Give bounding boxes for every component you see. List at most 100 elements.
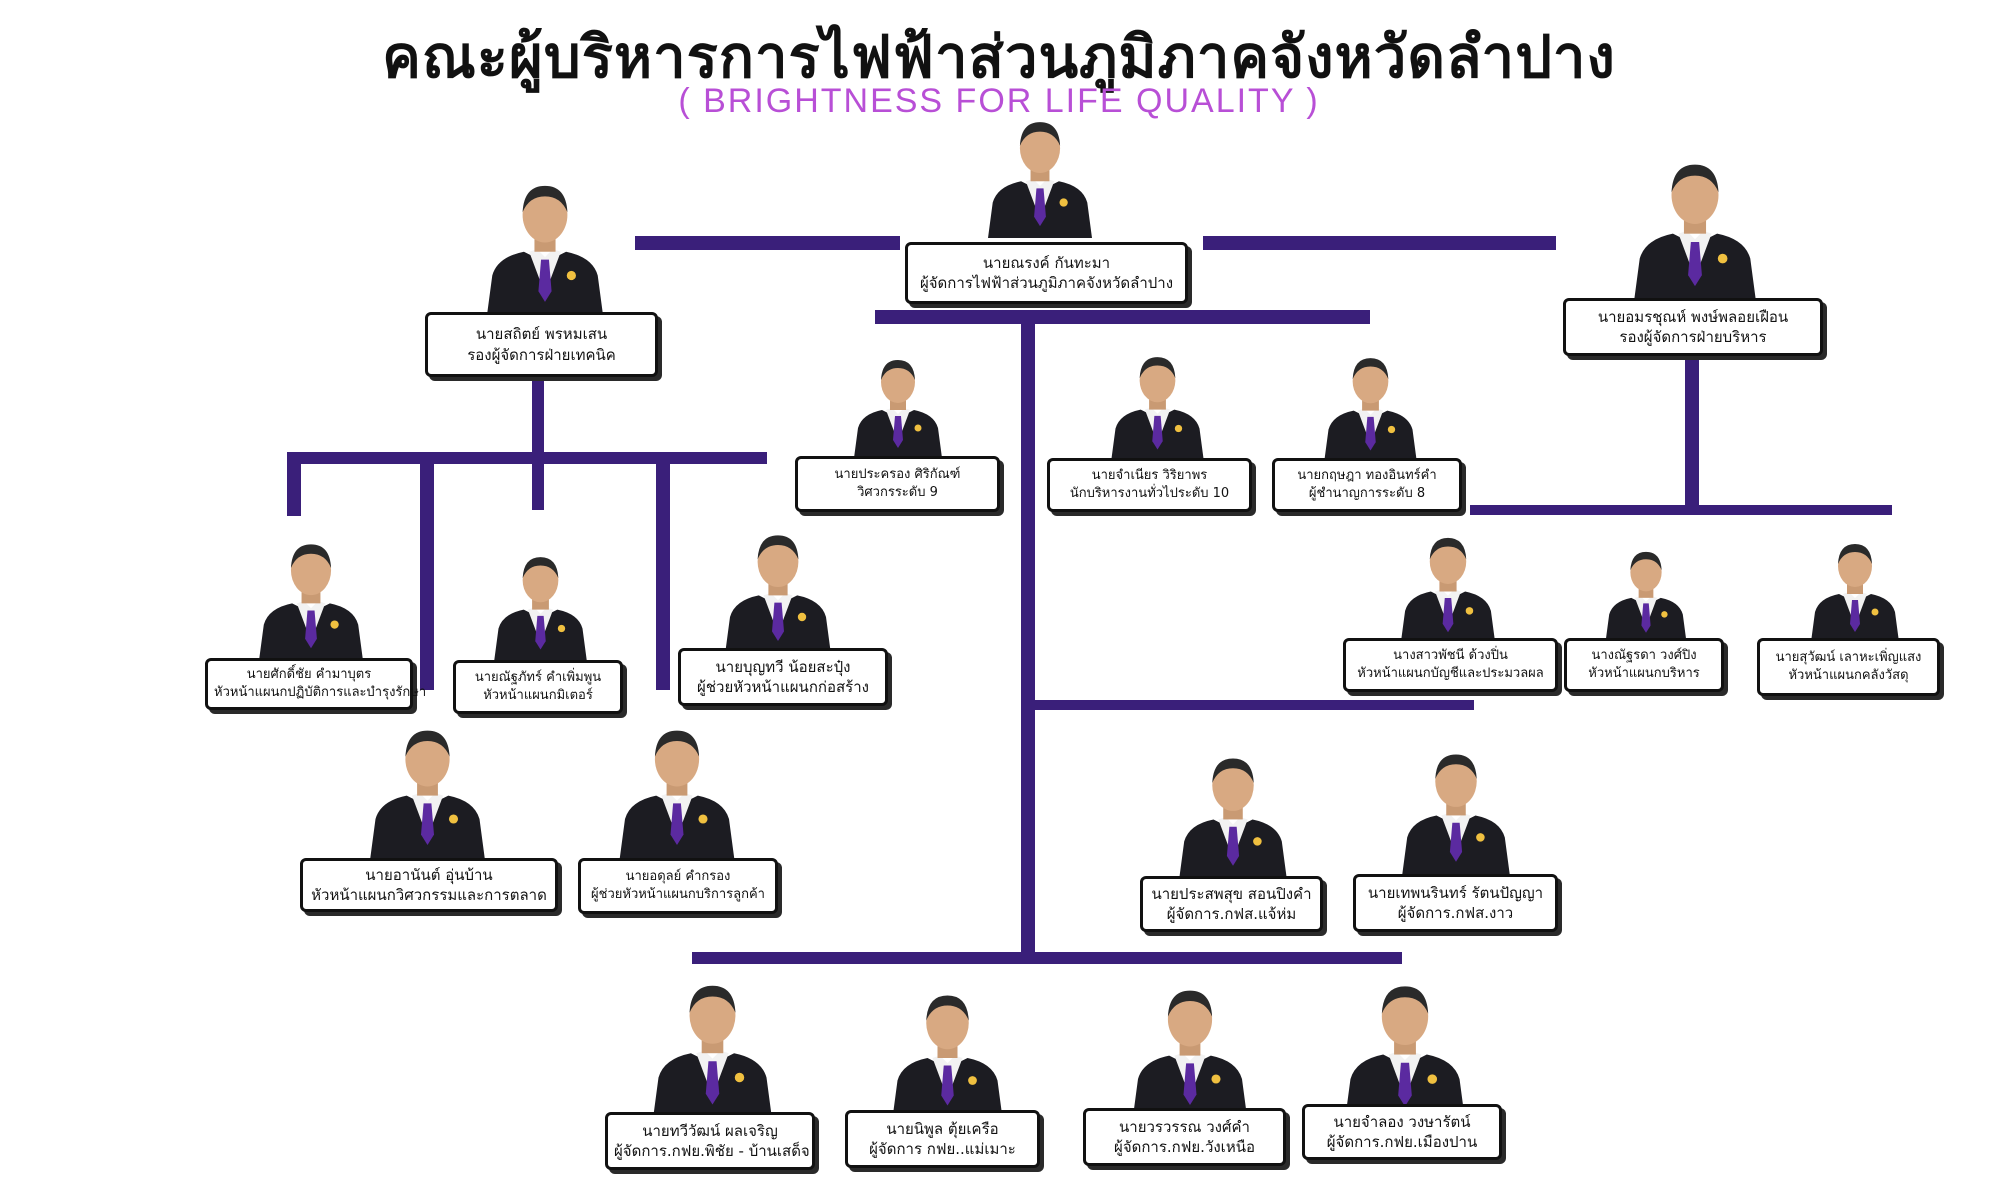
person-photo [475,170,615,315]
person-silhouette [494,557,587,660]
connector-line [1021,318,1035,963]
person-position: ผู้ช่วยหัวหน้าแผนกบริการลูกค้า [591,887,765,902]
connector-line [656,458,670,690]
person-name: นายทวีวัฒน์ ผลเจริญ [642,1121,778,1140]
person-photo [1105,330,1210,460]
person-position: ผู้จัดการ.กฟส.งาว [1397,904,1514,922]
person-name: นายจำเนียร วิริยาพร [1091,468,1208,484]
person-position: รองผู้จัดการฝ่ายเทคนิค [467,345,616,364]
person-photo [975,108,1105,238]
person-position: รองผู้จัดการฝ่ายบริหาร [1619,328,1767,346]
person-card: นายอดุลย์ คำกรอง ผู้ช่วยหัวหน้าแผนกบริกา… [578,858,778,914]
person-silhouette [653,985,772,1118]
person-position: ผู้ชำนาญการระดับ 8 [1308,486,1426,501]
person-card: นายทวีวัฒน์ ผลเจริญ ผู้จัดการ.กฟย.พิชัย … [605,1112,815,1170]
person-silhouette [487,185,603,315]
person-position: ผู้จัดการ กฟย..แม่เมาะ [869,1140,1016,1158]
person-card: นายศักดิ์ชัย คำมาบุตร หัวหน้าแผนกปฏิบัติ… [205,658,426,710]
connector-line [692,952,1402,964]
person-card: นายจำลอง วงษารัตน์ ผู้จัดการ.กฟย.เมืองปา… [1302,1104,1502,1160]
person-name: นายประครอง ศิริกัณฑ์ [834,467,961,483]
person-card: นายวรวรรณ วงศ์คำ ผู้จัดการ.กฟย.วังเหนือ [1083,1108,1286,1166]
person-name: นายเทพนรินทร์ รัตนปัญญา [1367,883,1544,902]
person-name: นายอมรชุณห์ พงษ์พลอยเฝือน [1597,307,1789,326]
person-photo [252,525,370,660]
person-silhouette [892,995,1003,1118]
person-silhouette [1400,537,1496,643]
person-silhouette [619,730,735,858]
person-silhouette [1605,551,1687,642]
person-card: นายกฤษฎา ทองอินทร์คำ ผู้ชำนาญการระดับ 8 [1272,458,1462,512]
person-photo [848,328,948,458]
person-photo [1120,975,1260,1118]
person-card: นายณัฐภัทร์ คำเพิ่มพูน หัวหน้าแผนกมิเตอร… [453,660,623,714]
person-silhouette [1132,990,1248,1118]
person-silhouette [1111,357,1204,460]
person-position: หัวหน้าแผนกวิศวกรรมและการตลาด [311,886,547,904]
connector-line [1470,505,1892,515]
person-photo [1805,520,1905,642]
person-position: ผู้ช่วยหัวหน้าแผนกก่อสร้าง [697,678,869,696]
connector-line [1685,354,1699,511]
person-name: นายสุวัฒน์ เลาหะเพิ่ญแสง [1775,650,1922,666]
person-photo [645,968,780,1118]
person-position: นักบริหารงานทั่วไประดับ 10 [1069,486,1230,501]
person-photo [1395,722,1517,874]
chart-title: คณะผู้บริหารการไฟฟ้าส่วนภูมิภาคจังหวัดลำ… [382,23,1616,91]
person-photo [885,975,1010,1118]
person-photo [718,518,838,653]
person-position: ผู้จัดการไฟฟ้าส่วนภูมิภาคจังหวัดลำปาง [919,274,1174,292]
person-silhouette [1179,758,1287,878]
person-card-deputy-technical: นายสถิตย์ พรหมเสน รองผู้จัดการฝ่ายเทคนิค [425,312,658,377]
person-card: นายอานันต์ อุ่นบ้าน หัวหน้าแผนกวิศวกรรมแ… [300,858,558,912]
person-position: ผู้จัดการ.กฟย.วังเหนือ [1114,1138,1255,1156]
person-card: นายประครอง ศิริกัณฑ์ วิศวกรระดับ 9 [795,456,1000,512]
person-photo [488,515,593,660]
connector-line [635,236,900,250]
person-card: นางสาวพัชนี ด้วงปิ่น หัวหน้าแผนกบัญชีและ… [1343,638,1558,692]
person-position: หัวหน้าแผนกบริหาร [1588,666,1700,681]
person-position: หัวหน้าแผนกมิเตอร์ [483,688,593,703]
connector-line [875,310,1370,324]
connector-line [532,376,544,458]
person-name: นางสาวพัชนี ด้วงปิ่น [1393,648,1508,664]
person-name: นายกฤษฎา ทองอินทร์คำ [1297,468,1437,484]
person-card-deputy-admin: นายอมรชุณห์ พงษ์พลอยเฝือน รองผู้จัดการฝ่… [1563,298,1823,356]
person-name: นายจำลอง วงษารัตน์ [1333,1112,1471,1131]
person-name: นายบุญทวี น้อยสะปุ๋ง [715,657,851,676]
person-silhouette [370,730,485,858]
person-position: ผู้จัดการ.กฟย.พิชัย - บ้านเสด็จ [614,1142,810,1160]
connector-line [287,452,767,464]
person-name: นายอานันต์ อุ่นบ้าน [365,865,493,884]
person-silhouette [1345,986,1465,1120]
person-photo [612,715,742,858]
connector-line [287,458,301,516]
person-card: นายประสพสุข สอนปิงคำ ผู้จัดการ.กฟส.แจ้ห่… [1140,876,1323,932]
person-name: นางณัฐรดา วงศ์ปิง [1591,648,1697,664]
person-position: วิศวกรระดับ 9 [857,485,938,500]
person-position: ผู้จัดการ.กฟย.เมืองปาน [1326,1133,1478,1151]
person-name: นายณรงค์ กันทะมา [982,253,1111,272]
connector-line [1028,700,1474,710]
person-silhouette [725,535,831,653]
person-card: นายสุวัฒน์ เลาหะเพิ่ญแสง หัวหน้าแผนกคลัง… [1757,638,1940,696]
person-photo [1625,148,1765,300]
connector-line [1203,236,1556,250]
person-silhouette [854,360,942,458]
person-photo [1335,970,1475,1120]
person-card: นางณัฐรดา วงศ์ปิง หัวหน้าแผนกบริหาร [1564,638,1724,692]
person-name: นายสถิตย์ พรหมเสน [475,325,608,344]
chart-subtitle: ( BRIGHTNESS FOR LIFE QUALITY ) [678,82,1320,120]
person-silhouette [1324,358,1417,461]
person-photo [1600,522,1692,642]
person-card: นายเทพนรินทร์ รัตนปัญญา ผู้จัดการ.กฟส.งา… [1353,874,1558,932]
person-name: นายนิพูล ตุ้ยเครือ [886,1119,999,1138]
person-card-manager: นายณรงค์ กันทะมา ผู้จัดการไฟฟ้าส่วนภูมิภ… [905,242,1188,304]
person-photo [1394,525,1502,643]
person-card: นายบุญทวี น้อยสะปุ๋ง ผู้ช่วยหัวหน้าแผนกก… [678,648,888,706]
person-silhouette [1402,754,1510,874]
person-silhouette [1811,544,1899,642]
connector-line [532,458,544,510]
connector-line [420,458,434,690]
person-card: นายจำเนียร วิริยาพร นักบริหารงานทั่วไประ… [1047,458,1252,512]
